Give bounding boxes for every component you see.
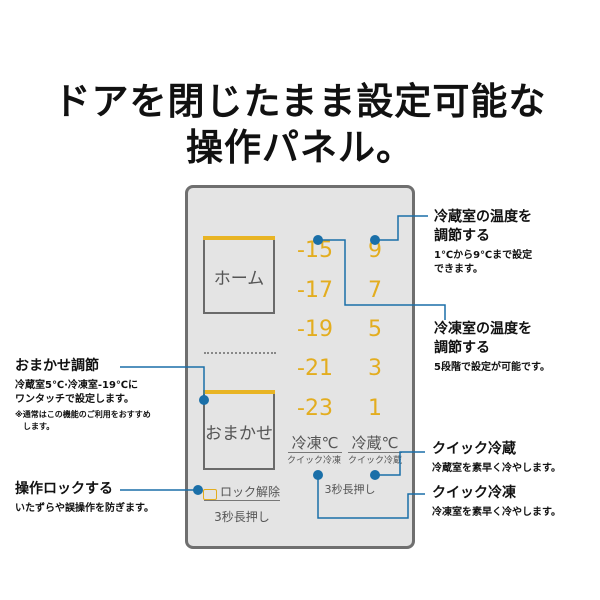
callout-desc: できます。 bbox=[434, 264, 483, 275]
fridge-temp[interactable]: 1 bbox=[368, 396, 382, 421]
quick-freeze-label: クイック冷凍 bbox=[286, 456, 341, 466]
quick-fridge-marker bbox=[370, 470, 380, 480]
callout-desc: 1℃から9℃まで設定 bbox=[434, 250, 533, 261]
freezer-temp[interactable]: -17 bbox=[297, 278, 333, 303]
callout-desc: 5段階で設定が可能です。 bbox=[434, 362, 550, 373]
callout-desc: 冷蔵室5℃·冷凍室-19℃に bbox=[15, 380, 139, 391]
callout-quick-fridge: クイック冷蔵 冷蔵室を素早く冷やします。 bbox=[432, 440, 561, 476]
callout-title: 調節する bbox=[434, 228, 490, 244]
callout-title: おまかせ調節 bbox=[15, 358, 99, 374]
callout-freezer-temp: 冷凍室の温度を 調節する 5段階で設定が可能です。 bbox=[434, 320, 550, 375]
fridge-temp[interactable]: 3 bbox=[368, 356, 382, 381]
freezer-temp-marker bbox=[313, 235, 323, 245]
callout-title: 調節する bbox=[434, 340, 490, 356]
callout-note: します。 bbox=[23, 422, 55, 431]
omakase-marker bbox=[199, 395, 209, 405]
lock-button[interactable]: ロック解除 bbox=[204, 484, 280, 501]
headline-line2: 操作パネル。 bbox=[186, 126, 414, 169]
callout-omakase: おまかせ調節 冷蔵室5℃·冷凍室-19℃に ワンタッチで設定します。 ※通常はこ… bbox=[15, 357, 151, 433]
callout-desc: いたずらや誤操作を防ぎます。 bbox=[15, 503, 154, 514]
lock-hold-label: 3秒長押し bbox=[214, 510, 270, 524]
callout-title: 冷凍室の温度を bbox=[434, 321, 532, 337]
fridge-temp[interactable]: 9 bbox=[368, 238, 382, 263]
fridge-temp[interactable]: 5 bbox=[368, 317, 382, 342]
callout-title: 操作ロックする bbox=[15, 481, 113, 497]
callout-quick-freeze: クイック冷凍 冷凍室を素早く冷やします。 bbox=[432, 484, 561, 520]
omakase-indicator bbox=[203, 390, 275, 394]
callout-desc: 冷凍室を素早く冷やします。 bbox=[432, 507, 561, 518]
callout-desc: ワンタッチで設定します。 bbox=[15, 394, 134, 405]
callout-fridge-temp: 冷蔵室の温度を 調節する 1℃から9℃まで設定 できます。 bbox=[434, 208, 532, 277]
lock-icon bbox=[203, 489, 217, 500]
divider bbox=[204, 352, 276, 354]
callout-desc: 冷蔵室を素早く冷やします。 bbox=[432, 463, 561, 474]
callout-note: ※通常はこの機能のご利用をおすすめ bbox=[15, 410, 151, 419]
omakase-button[interactable]: おまかせ bbox=[203, 394, 275, 470]
callout-lock: 操作ロックする いたずらや誤操作を防ぎます。 bbox=[15, 480, 154, 516]
quick-fridge-label: クイック冷蔵 bbox=[347, 456, 402, 466]
fridge-temp-marker bbox=[370, 235, 380, 245]
freezer-temp[interactable]: -19 bbox=[297, 317, 333, 342]
headline-line1: ドアを閉じたまま設定可能な bbox=[53, 80, 547, 123]
quick-freeze-marker bbox=[313, 470, 323, 480]
freezer-temp[interactable]: -21 bbox=[297, 356, 333, 381]
callout-title: クイック冷蔵 bbox=[432, 441, 516, 457]
freezer-temp[interactable]: -23 bbox=[297, 396, 333, 421]
callout-title: 冷蔵室の温度を bbox=[434, 209, 532, 225]
fridge-button[interactable]: 冷蔵℃ bbox=[348, 434, 402, 453]
fridge-temp[interactable]: 7 bbox=[368, 278, 382, 303]
home-indicator bbox=[203, 236, 275, 240]
freezer-button[interactable]: 冷凍℃ bbox=[288, 434, 342, 453]
hold-label: 3秒長押し bbox=[324, 483, 376, 496]
home-button[interactable]: ホーム bbox=[203, 240, 275, 314]
callout-title: クイック冷凍 bbox=[432, 485, 516, 501]
lock-marker bbox=[193, 485, 203, 495]
